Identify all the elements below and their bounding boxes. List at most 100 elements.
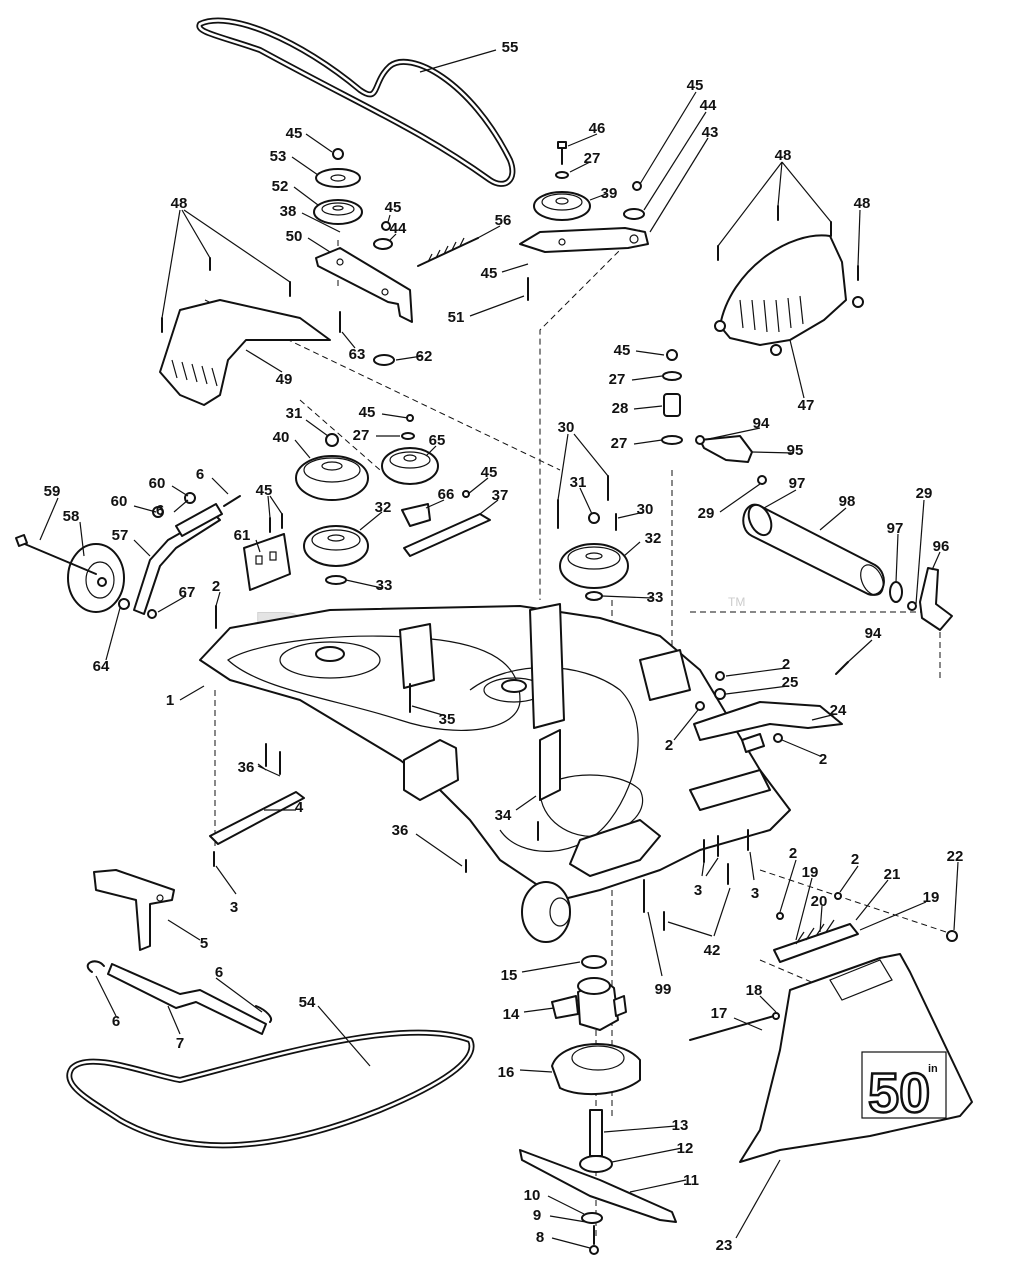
callout-34: 34 <box>495 807 512 824</box>
callout-9: 9 <box>533 1207 541 1224</box>
belt-cover-49 <box>159 257 331 406</box>
callout-4: 4 <box>295 799 304 816</box>
callout-45: 45 <box>385 199 402 216</box>
callout-94: 94 <box>753 415 770 432</box>
callout-18: 18 <box>746 982 763 999</box>
callout-60: 60 <box>149 475 166 492</box>
callout-40: 40 <box>273 429 290 446</box>
bearing-15 <box>581 955 607 969</box>
pulley-65 <box>381 414 439 485</box>
callout-95: 95 <box>787 442 804 459</box>
callout-2: 2 <box>212 578 220 595</box>
washer-27-top <box>555 171 569 179</box>
spindle-housing-14 <box>551 977 627 1031</box>
callout-2: 2 <box>665 737 673 754</box>
callout-36: 36 <box>238 759 255 776</box>
roller-98 <box>742 503 953 631</box>
idler-pulley-52 <box>313 199 363 225</box>
blade-hardware <box>581 1212 603 1255</box>
callout-17: 17 <box>711 1005 728 1022</box>
callout-13: 13 <box>672 1117 689 1134</box>
callout-6: 6 <box>196 466 204 483</box>
callout-30: 30 <box>558 419 575 436</box>
callout-59: 59 <box>44 483 61 500</box>
bracket-4 <box>209 791 305 845</box>
callout-23: 23 <box>716 1237 733 1254</box>
callout-42: 42 <box>704 942 721 959</box>
callout-94: 94 <box>865 625 882 642</box>
bolt-46 <box>557 141 567 165</box>
callout-27: 27 <box>609 371 626 388</box>
callout-33: 33 <box>647 589 664 606</box>
callout-2: 2 <box>782 656 790 673</box>
callout-leaders <box>39 49 959 1249</box>
callout-51: 51 <box>448 309 465 326</box>
callout-67: 67 <box>179 584 196 601</box>
callout-43: 43 <box>702 124 719 141</box>
bracket-5 <box>93 869 175 951</box>
callout-55: 55 <box>502 39 519 56</box>
callout-2: 2 <box>851 851 859 868</box>
deck-housing-1 <box>199 603 791 901</box>
callout-52: 52 <box>272 178 289 195</box>
pulley-32-right <box>557 475 629 601</box>
callout-32: 32 <box>645 530 662 547</box>
callout-45: 45 <box>256 482 273 499</box>
washer-44-left <box>373 221 393 250</box>
spindle-base-16 <box>551 1043 641 1096</box>
deck-size-marking: 50 <box>868 1061 930 1124</box>
callout-15: 15 <box>501 967 518 984</box>
callout-45: 45 <box>481 464 498 481</box>
pulley-32-left <box>303 525 369 585</box>
callout-16: 16 <box>498 1064 515 1081</box>
blade-11 <box>519 1149 677 1223</box>
callout-48: 48 <box>171 195 188 212</box>
callout-44: 44 <box>390 220 407 237</box>
callout-6: 6 <box>215 964 223 981</box>
hanger-24 <box>693 671 843 753</box>
anti-scalp-wheel <box>521 881 571 943</box>
callout-57: 57 <box>112 527 129 544</box>
callout-45: 45 <box>481 265 498 282</box>
belt-55 <box>196 17 516 187</box>
callout-39: 39 <box>601 185 618 202</box>
callout-31: 31 <box>570 474 587 491</box>
callout-3: 3 <box>230 899 238 916</box>
callout-27: 27 <box>584 150 601 167</box>
callout-45: 45 <box>687 77 704 94</box>
bolt-94-lower <box>835 661 849 675</box>
callout-14: 14 <box>503 1006 520 1023</box>
spacer-stack <box>661 349 683 445</box>
chute-hinge-19-21 <box>773 892 958 963</box>
callout-20: 20 <box>811 893 828 910</box>
callout-31: 31 <box>286 405 303 422</box>
callout-27: 27 <box>611 435 628 452</box>
callout-49: 49 <box>276 371 293 388</box>
callout-54: 54 <box>299 994 316 1011</box>
callout-11: 11 <box>683 1172 699 1189</box>
idler-arm-50 <box>315 247 413 323</box>
callout-1: 1 <box>166 692 174 709</box>
callout-99: 99 <box>655 981 672 998</box>
callout-2: 2 <box>819 751 827 768</box>
callout-65: 65 <box>429 432 446 449</box>
belt-54 <box>66 1029 475 1149</box>
callout-61: 61 <box>234 527 251 544</box>
callout-29: 29 <box>916 485 933 502</box>
callout-50: 50 <box>286 228 303 245</box>
callout-48: 48 <box>854 195 871 212</box>
callout-6: 6 <box>156 502 164 519</box>
callout-24: 24 <box>830 702 847 719</box>
link-7 <box>86 960 272 1035</box>
callout-62: 62 <box>416 348 433 365</box>
belt-cover-47 <box>714 205 864 356</box>
callout-96: 96 <box>933 538 950 555</box>
deck-size-unit: in <box>928 1063 938 1075</box>
watermark-trademark: TM <box>728 595 745 609</box>
callout-60: 60 <box>111 493 128 510</box>
discharge-chute-23: 50 in <box>739 953 973 1163</box>
deck-hardware <box>213 683 749 931</box>
callout-98: 98 <box>839 493 856 510</box>
callout-28: 28 <box>612 400 629 417</box>
